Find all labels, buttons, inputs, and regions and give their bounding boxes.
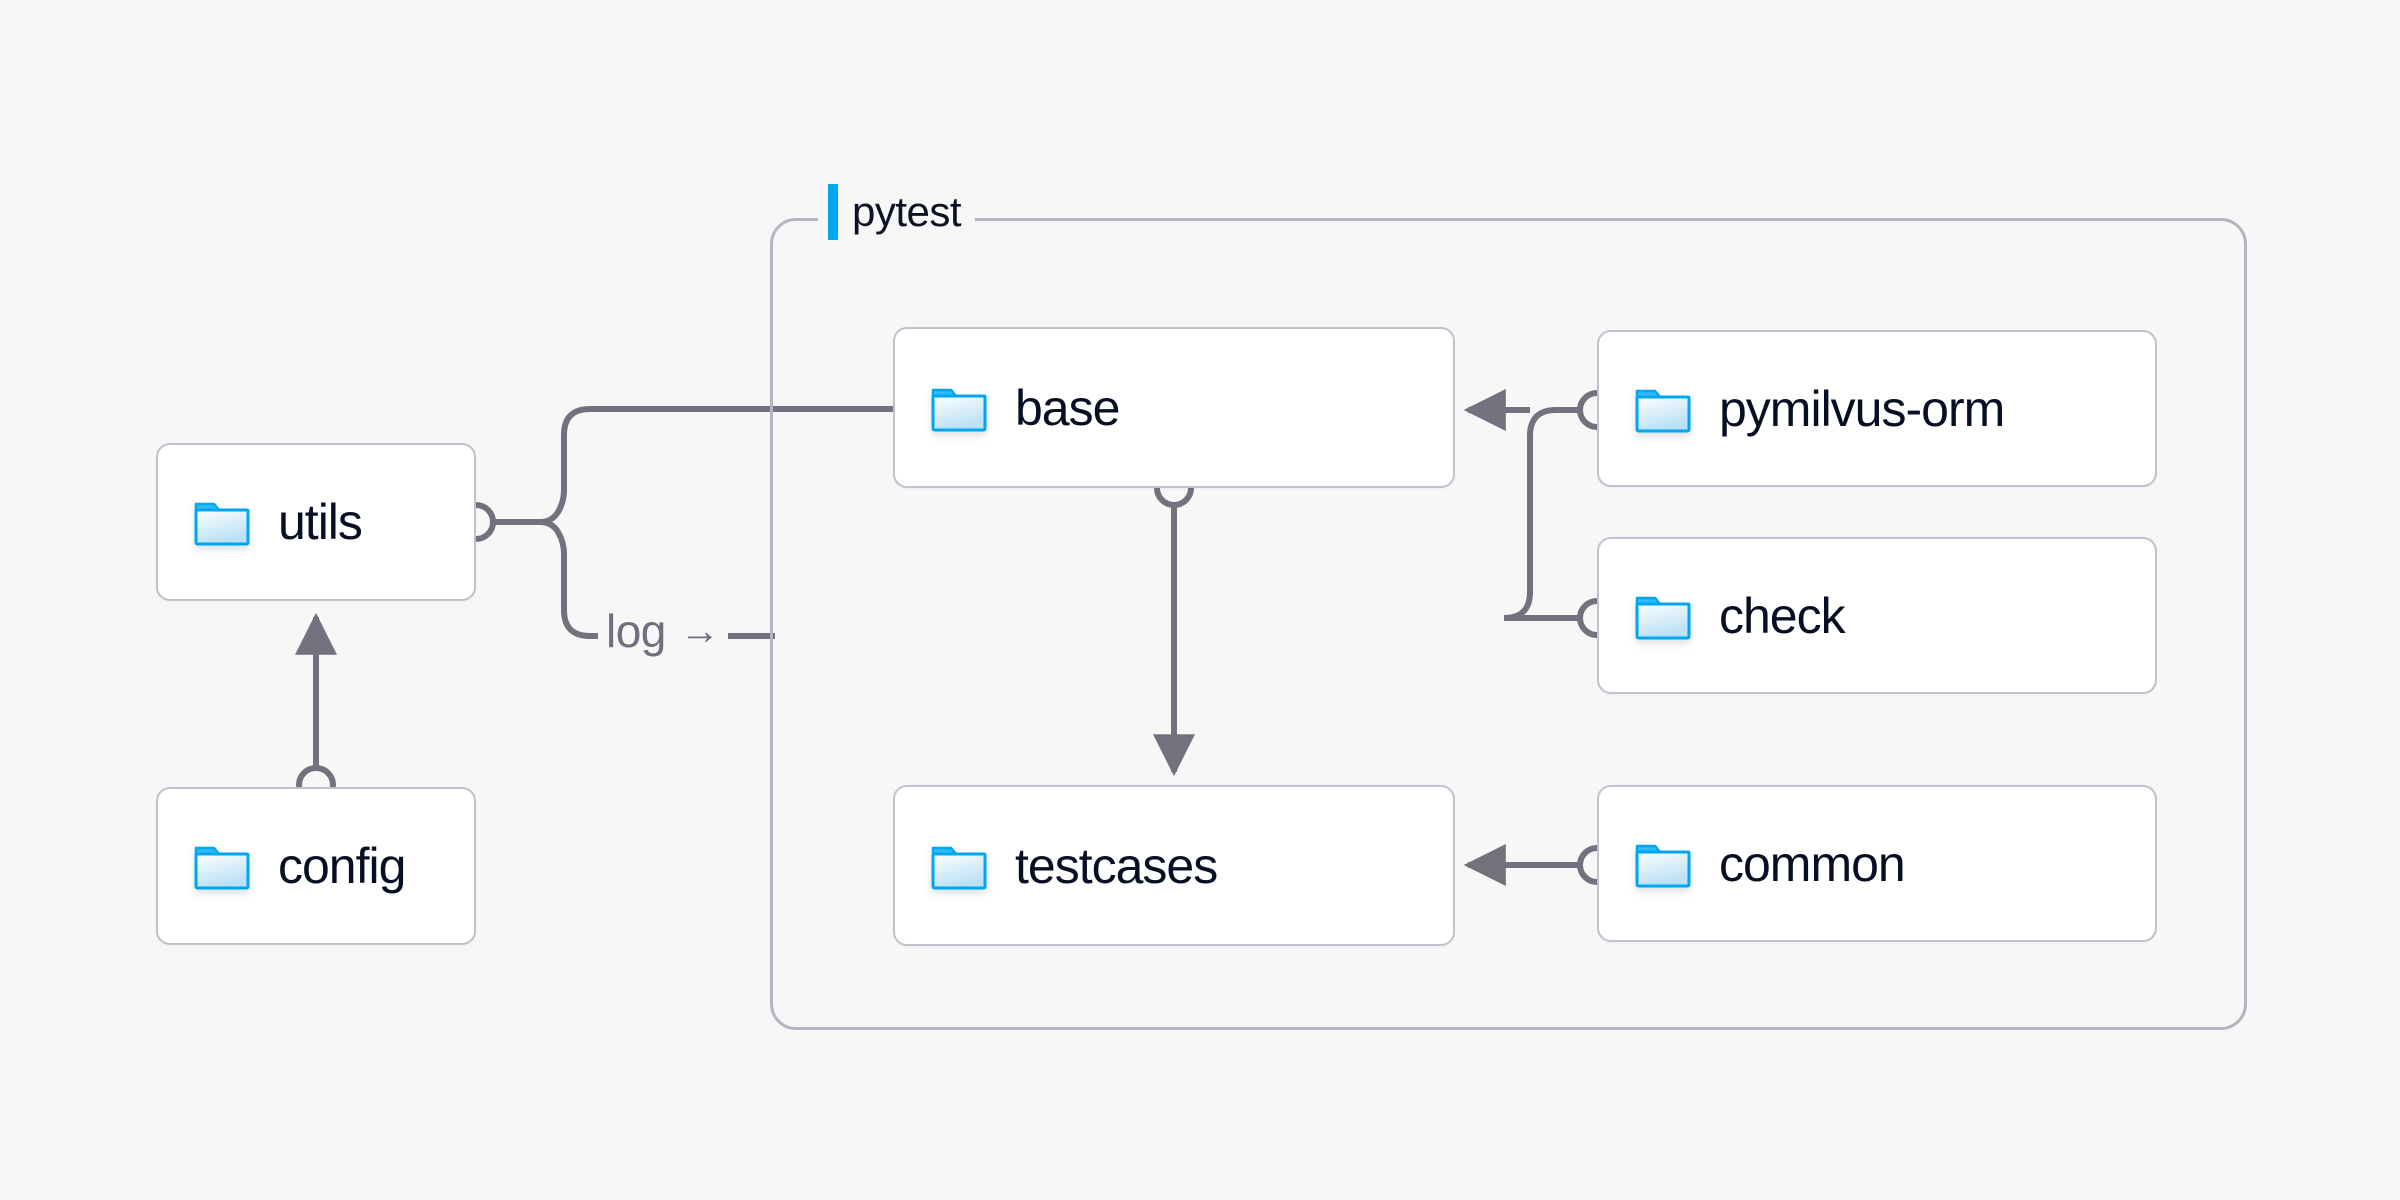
group-pytest[interactable] bbox=[770, 218, 2247, 1030]
edge-label-log: log → bbox=[598, 608, 728, 654]
arrow-right-icon: → bbox=[679, 609, 720, 653]
node-label: config bbox=[278, 838, 406, 894]
node-label: utils bbox=[278, 494, 363, 550]
node-config[interactable]: config bbox=[156, 787, 476, 945]
group-pytest-label-text: pytest bbox=[852, 188, 962, 235]
folder-icon bbox=[1635, 596, 1691, 639]
folder-icon bbox=[1635, 844, 1691, 887]
folder-icon bbox=[194, 846, 250, 890]
folder-icon bbox=[194, 502, 250, 546]
edge-label-log-text: log bbox=[606, 605, 666, 657]
accent-bar-icon bbox=[828, 184, 838, 240]
node-label: testcases bbox=[1015, 837, 1218, 894]
folder-icon bbox=[931, 846, 987, 889]
node-label: check bbox=[1719, 587, 1846, 644]
node-label: pymilvus-orm bbox=[1719, 380, 2005, 437]
node-pymilvus-orm[interactable]: pymilvus-orm bbox=[1597, 330, 2157, 487]
folder-icon bbox=[931, 388, 987, 431]
node-base[interactable]: base bbox=[893, 327, 1455, 488]
node-label: common bbox=[1719, 835, 1906, 892]
node-testcases[interactable]: testcases bbox=[893, 785, 1455, 946]
folder-icon bbox=[1635, 389, 1691, 432]
node-check[interactable]: check bbox=[1597, 537, 2157, 694]
node-common[interactable]: common bbox=[1597, 785, 2157, 942]
node-utils[interactable]: utils bbox=[156, 443, 476, 601]
group-pytest-label: pytest bbox=[818, 184, 976, 240]
node-label: base bbox=[1015, 379, 1120, 436]
edge-config-to-utils bbox=[295, 612, 337, 805]
